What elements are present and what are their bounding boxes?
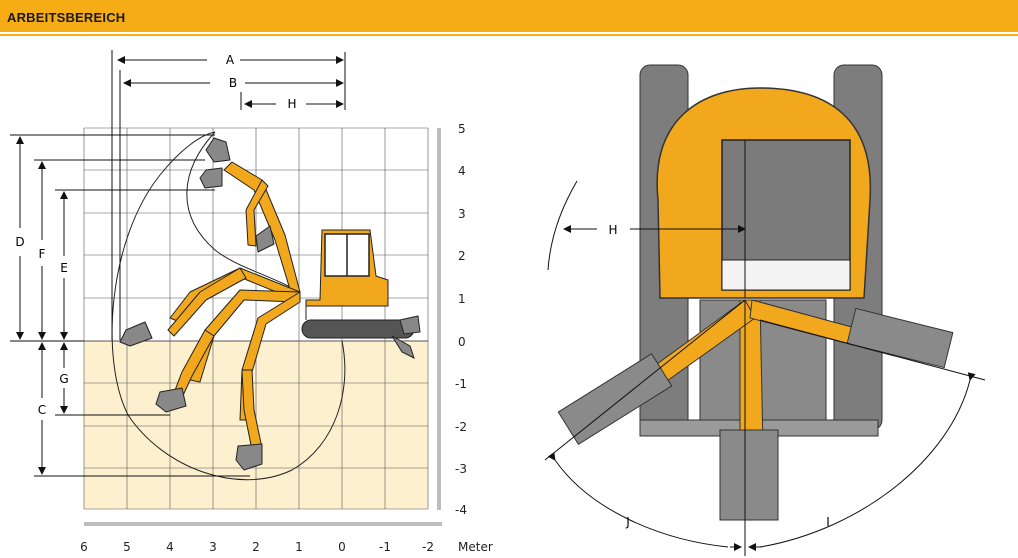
section-header-bar: ARBEITSBEREICH bbox=[0, 0, 1018, 32]
x-tick: -1 bbox=[379, 540, 391, 554]
dozer-blade bbox=[399, 315, 421, 335]
vertical-dimensions bbox=[10, 134, 250, 477]
top-view: H J I bbox=[544, 64, 986, 556]
y-tick: 2 bbox=[458, 249, 466, 263]
x-tick-labels: 6 5 4 3 2 1 0 -1 -2 bbox=[80, 540, 434, 554]
x-tick: 5 bbox=[123, 540, 131, 554]
top-view-dimensions bbox=[544, 140, 986, 556]
dim-label-f: F bbox=[39, 247, 46, 261]
x-tick: 0 bbox=[338, 540, 346, 554]
top-dim-label-j: J bbox=[625, 515, 630, 529]
x-tick: 1 bbox=[295, 540, 303, 554]
top-dim-label-h: H bbox=[608, 223, 617, 237]
cab-front bbox=[721, 259, 851, 291]
top-dim-label-i: I bbox=[826, 515, 830, 529]
y-tick: 4 bbox=[458, 164, 466, 178]
excavator-side bbox=[301, 229, 421, 359]
dim-label-g: G bbox=[59, 372, 68, 386]
dim-label-b: B bbox=[229, 76, 237, 90]
header-divider bbox=[0, 34, 1018, 36]
inner-envelope bbox=[186, 131, 301, 293]
dim-label-d: D bbox=[15, 235, 24, 249]
slew-arms bbox=[557, 299, 954, 521]
y-tick: 5 bbox=[458, 122, 466, 136]
side-view: A B H D F E G C 5 4 bbox=[10, 50, 493, 554]
x-tick: 6 bbox=[80, 540, 88, 554]
dim-label-a: A bbox=[226, 53, 235, 67]
x-tick: 3 bbox=[209, 540, 217, 554]
section-title: ARBEITSBEREICH bbox=[7, 10, 126, 25]
dim-label-e: E bbox=[60, 261, 68, 275]
x-tick: 2 bbox=[252, 540, 260, 554]
x-tick: -2 bbox=[422, 540, 434, 554]
boom-positions bbox=[119, 137, 301, 471]
y-tick: -4 bbox=[455, 503, 467, 517]
y-tick-labels: 5 4 3 2 1 0 -1 -2 -3 -4 bbox=[455, 122, 467, 517]
y-tick: 0 bbox=[458, 335, 466, 349]
y-tick: -2 bbox=[455, 420, 467, 434]
y-axis-bar bbox=[437, 128, 441, 510]
horizontal-dimensions bbox=[111, 50, 346, 340]
x-axis-bar bbox=[84, 522, 442, 526]
y-tick: -3 bbox=[455, 462, 467, 476]
dim-label-c: C bbox=[38, 403, 46, 417]
dim-label-h: H bbox=[287, 97, 296, 111]
y-tick: 1 bbox=[458, 292, 466, 306]
x-tick: 4 bbox=[166, 540, 174, 554]
y-tick: 3 bbox=[458, 207, 466, 221]
x-axis-unit: Meter bbox=[458, 540, 493, 554]
track bbox=[301, 319, 415, 339]
y-tick: -1 bbox=[455, 377, 467, 391]
